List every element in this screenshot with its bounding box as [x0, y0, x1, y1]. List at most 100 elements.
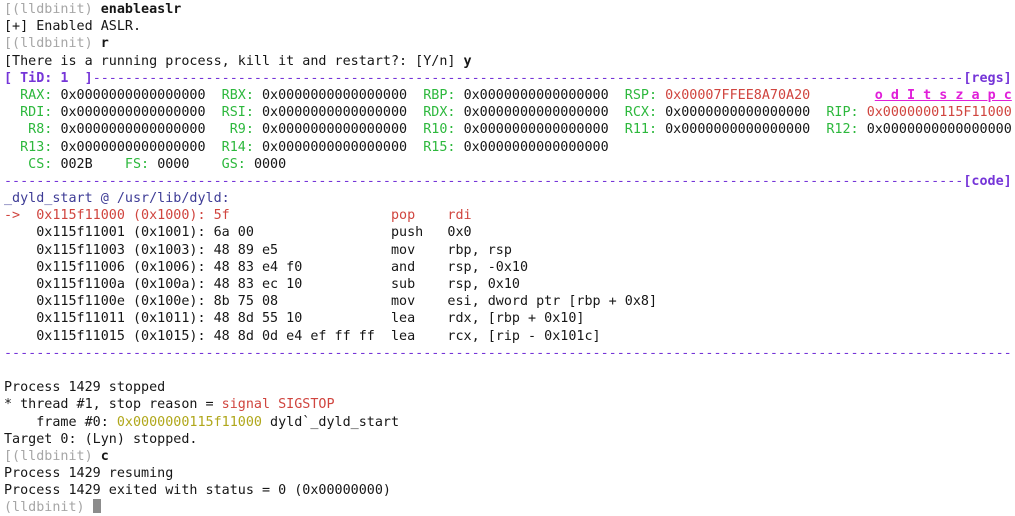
- register-name: RDX:: [407, 105, 464, 121]
- disasm-line: 0x115f1100e (0x100e): 8b 75 08 mov esi, …: [4, 293, 1015, 310]
- register-value: 0x0000000000000000: [665, 122, 811, 138]
- answer-text: y: [463, 53, 472, 69]
- separator-dashes: ----------------------------------------…: [4, 345, 1012, 361]
- register-name: RIP:: [810, 105, 867, 121]
- disasm-line: 0x115f11001 (0x1001): 6a 00 push 0x0: [4, 224, 1015, 241]
- output-restart-question: [There is a running process, kill it and…: [4, 53, 1015, 70]
- register-row-4: R13: 0x0000000000000000 R14: 0x000000000…: [4, 139, 1015, 156]
- instruction: 0x115f11006 (0x1006): 48 83 e4 f0 and rs…: [4, 259, 529, 275]
- prompt-line-continue: [(lldbinit) c: [4, 448, 1015, 465]
- separator-dashes: ----------------------------------------…: [4, 173, 964, 189]
- disasm-line-current: -> 0x115f11000 (0x1000): 5f pop rdi: [4, 207, 1015, 224]
- output-process-stopped: Process 1429 stopped: [4, 379, 1015, 396]
- frame-label: frame #0:: [4, 414, 117, 430]
- register-name: R13:: [4, 139, 61, 155]
- prompt: [(lldbinit): [4, 448, 101, 464]
- instruction: 0x115f1100a (0x100a): 48 83 ec 10 sub rs…: [4, 277, 520, 292]
- code-section-header: ----------------------------------------…: [4, 173, 1015, 190]
- register-name: R11:: [608, 122, 666, 138]
- disasm-line: 0x115f11006 (0x1006): 48 83 e4 f0 and rs…: [4, 259, 1015, 276]
- register-name: FS:: [92, 156, 158, 172]
- register-value: 0x0000000000000000: [463, 122, 609, 138]
- command-enableaslr: enableaslr: [100, 2, 182, 17]
- register-name: CS:: [4, 156, 61, 172]
- command-continue: c: [100, 448, 109, 464]
- prompt: [(lldbinit): [4, 2, 101, 17]
- disasm-line: 0x115f11003 (0x1003): 48 89 e5 mov rbp, …: [4, 242, 1015, 259]
- question-text: [There is a running process, kill it and…: [4, 53, 464, 69]
- instruction: 0x115f11003 (0x1003): 48 89 e5 mov rbp, …: [4, 242, 512, 258]
- register-value: 0x0000000000000000: [60, 87, 206, 103]
- register-value: 0x0000000000000000: [463, 139, 609, 155]
- target-status: Target 0: (Lyn) stopped.: [4, 431, 198, 447]
- output-process-exited: Process 1429 exited with status = 0 (0x0…: [4, 482, 1015, 499]
- frame-symbol: dyld`_dyld_start: [262, 414, 400, 430]
- status-message: [+] Enabled ASLR.: [4, 19, 142, 35]
- regs-label: [regs]: [963, 70, 1012, 86]
- code-label: [code]: [963, 173, 1012, 189]
- current-instruction: -> 0x115f11000 (0x1000): 5f pop rdi: [4, 208, 472, 224]
- instruction: 0x115f11011 (0x1011): 48 8d 55 10 lea rd…: [4, 311, 585, 327]
- register-value: 0x0000000000000000: [262, 105, 408, 121]
- register-name: R8:: [4, 122, 61, 138]
- blank-line: [4, 362, 1015, 379]
- instruction: 0x115f1100e (0x100e): 8b 75 08 mov esi, …: [4, 294, 658, 310]
- output-target-stopped: Target 0: (Lyn) stopped.: [4, 431, 1015, 448]
- register-row-segments: CS: 002B FS: 0000 GS: 0000: [4, 156, 1015, 173]
- prompt-line-enableaslr: [(lldbinit) enableaslr: [4, 1, 1015, 18]
- register-name: RCX:: [608, 105, 666, 121]
- disasm-line: 0x115f1100a (0x100a): 48 83 ec 10 sub rs…: [4, 276, 1015, 293]
- disasm-line: 0x115f11015 (0x1015): 48 8d 0d e4 ef ff …: [4, 328, 1015, 345]
- spacer: [810, 88, 875, 103]
- register-row-1: RAX: 0x0000000000000000 RBX: 0x000000000…: [4, 87, 1015, 104]
- register-name: GS:: [189, 156, 254, 172]
- section-footer-separator: ----------------------------------------…: [4, 345, 1015, 362]
- register-value-changed: 0x0000000115F11000: [866, 105, 1012, 121]
- register-name: RBP:: [407, 87, 464, 103]
- thread-info: * thread #1, stop reason =: [4, 397, 222, 413]
- register-name: RBX:: [205, 87, 262, 103]
- register-value: 0000: [157, 156, 190, 172]
- prompt: (lldbinit): [4, 500, 93, 516]
- symbol-context: _dyld_start @ /usr/lib/dyld:: [4, 190, 1015, 207]
- cpu-flags: o d I t s z a p c: [874, 87, 1012, 103]
- register-value: 0x0000000000000000: [463, 87, 609, 103]
- register-name: R14:: [205, 139, 262, 155]
- separator-dashes: ----------------------------------------…: [92, 70, 964, 86]
- register-name: RDI:: [4, 105, 61, 121]
- register-value: 0x0000000000000000: [262, 87, 408, 103]
- register-value-changed: 0x00007FFEE8A70A20: [665, 87, 811, 103]
- register-name: RSP:: [608, 87, 666, 103]
- symbol-location: _dyld_start @ /usr/lib/dyld:: [4, 191, 230, 207]
- register-value: 0x0000000000000000: [262, 139, 408, 155]
- register-value: 0x0000000000000000: [60, 139, 206, 155]
- register-value: 0x0000000000000000: [463, 105, 609, 121]
- prompt-line-active[interactable]: (lldbinit): [4, 499, 1015, 516]
- register-name: R12:: [810, 122, 867, 138]
- regs-section-header: [ TiD: 1 ]------------------------------…: [4, 70, 1015, 87]
- prompt: [(lldbinit): [4, 36, 101, 52]
- stop-reason: signal SIGSTOP: [221, 397, 335, 413]
- frame-address: 0x0000000115f11000: [116, 414, 262, 430]
- register-value: 0000: [253, 156, 287, 172]
- register-row-3: R8: 0x0000000000000000 R9: 0x00000000000…: [4, 121, 1015, 138]
- output-aslr-enabled: [+] Enabled ASLR.: [4, 18, 1015, 35]
- command-run: r: [100, 36, 109, 52]
- output-frame-info: frame #0: 0x0000000115f11000 dyld`_dyld_…: [4, 414, 1015, 431]
- process-status: Process 1429 stopped: [4, 380, 166, 396]
- process-status: Process 1429 exited with status = 0 (0x0…: [4, 483, 391, 499]
- instruction: 0x115f11015 (0x1015): 48 8d 0d e4 ef ff …: [4, 328, 601, 344]
- disasm-line: 0x115f11011 (0x1011): 48 8d 55 10 lea rd…: [4, 310, 1015, 327]
- register-name: RSI:: [205, 105, 262, 121]
- register-value: 0x0000000000000000: [665, 105, 811, 121]
- register-name: R15:: [407, 139, 464, 155]
- prompt-line-run: [(lldbinit) r: [4, 35, 1015, 52]
- instruction: 0x115f11001 (0x1001): 6a 00 push 0x0: [4, 225, 472, 241]
- output-thread-stop-reason: * thread #1, stop reason = signal SIGSTO…: [4, 396, 1015, 413]
- register-name: R10:: [407, 122, 464, 138]
- register-row-2: RDI: 0x0000000000000000 RSI: 0x000000000…: [4, 104, 1015, 121]
- terminal-cursor[interactable]: [92, 499, 101, 514]
- register-value: 0x0000000000000000: [866, 122, 1012, 138]
- register-name: R9:: [205, 122, 262, 138]
